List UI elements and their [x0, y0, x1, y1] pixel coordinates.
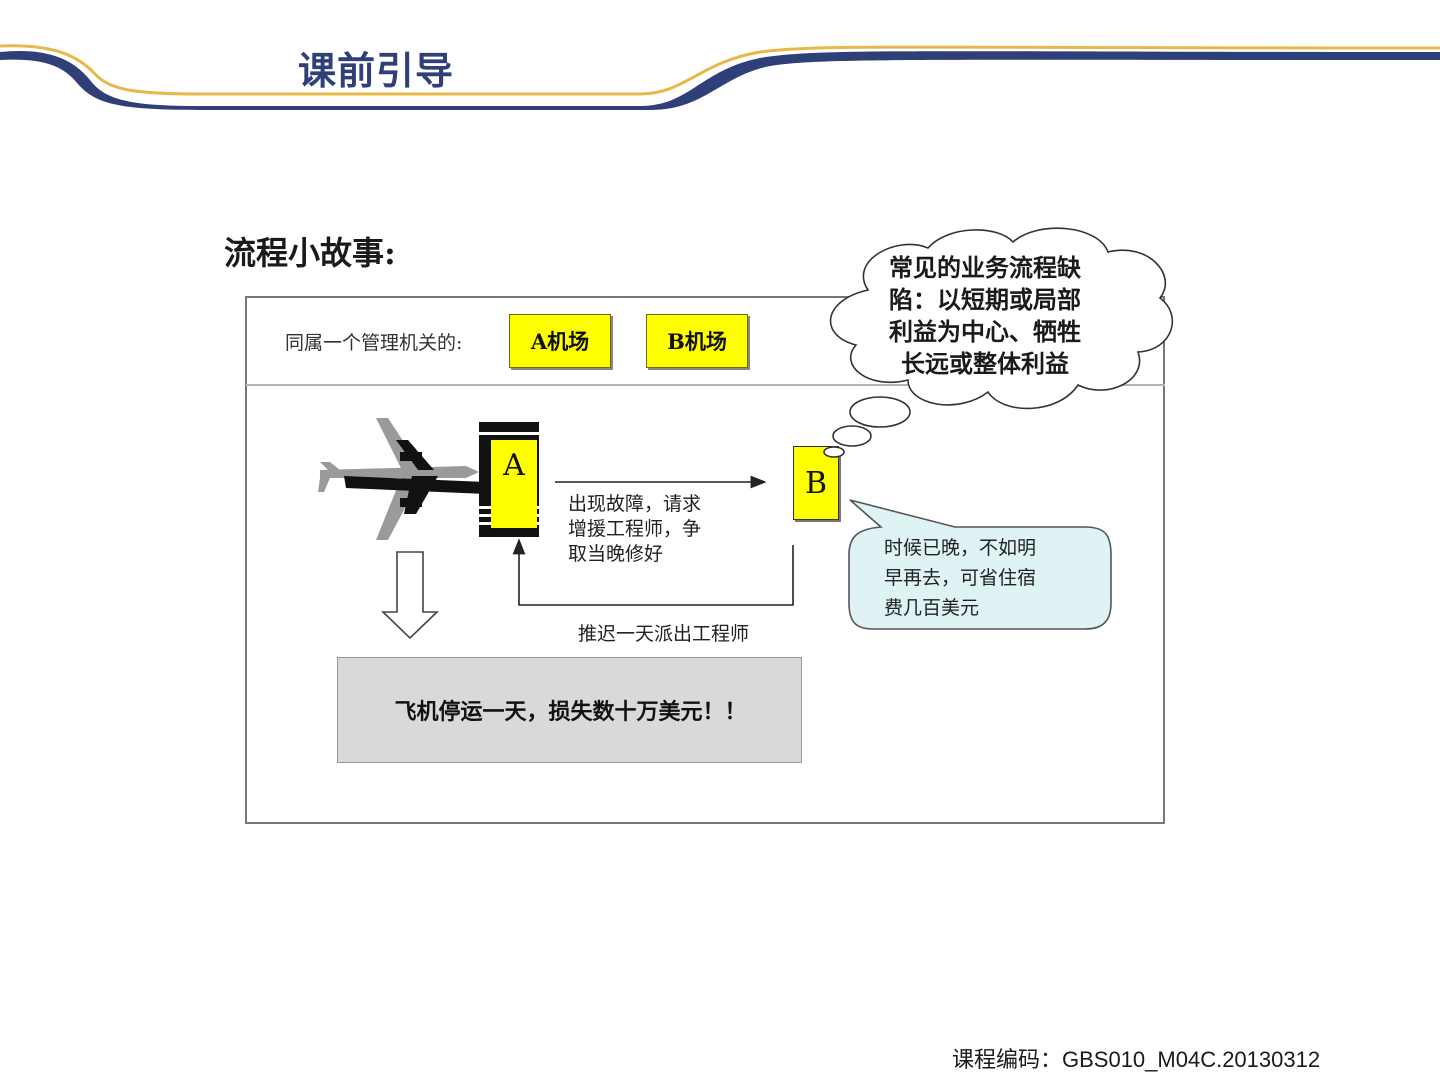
speech-line: 时候已晚，不如明: [884, 537, 1037, 559]
authority-label: 同属一个管理机关的:: [285, 332, 463, 354]
speech-line: 早再去，可省住宿: [884, 567, 1037, 589]
airplane-icon: [318, 418, 486, 540]
thought-line: 利益为中心、牺牲: [889, 317, 1081, 346]
gate-b-label: B: [793, 446, 839, 520]
gate-a-label: A: [491, 440, 537, 528]
thought-line: 常见的业务流程缺: [889, 253, 1081, 282]
delay-label: 推迟一天派出工程师: [578, 623, 750, 645]
story-divider: [246, 384, 1165, 386]
request-line: 取当晚修好: [568, 543, 664, 565]
request-text: 出现故障，请求 增援工程师，争 取当晚修好: [568, 492, 748, 567]
request-line: 增援工程师，争: [568, 518, 702, 540]
speech-line: 费几百美元: [884, 597, 980, 619]
airport-b-tag: B机场: [646, 314, 748, 368]
slide-title: 课前引导: [298, 49, 455, 93]
thought-cloud-icon: [823, 227, 1174, 458]
result-box: 飞机停运一天，损失数十万美元！！: [337, 657, 802, 763]
section-title: 流程小故事:: [224, 234, 396, 272]
down-arrow-icon: [381, 551, 439, 640]
gate-a: A: [479, 422, 539, 537]
speech-bubble-icon: [848, 499, 1112, 630]
thought-line: 长远或整体利益: [901, 349, 1069, 378]
delay-arrow: [512, 538, 794, 606]
speech-text: 时候已晚，不如明 早再去，可省住宿 费几百美元: [884, 533, 1074, 623]
request-line: 出现故障，请求: [568, 493, 702, 515]
thought-line: 陷：以短期或局部: [889, 285, 1081, 314]
header-swoosh: [0, 44, 1440, 110]
airport-a-tag: A机场: [509, 314, 611, 368]
thought-text: 常见的业务流程缺 陷：以短期或局部 利益为中心、牺牲 长远或整体利益: [872, 252, 1098, 380]
course-code: 课程编码：GBS010_M04C.20130312: [952, 1047, 1321, 1072]
